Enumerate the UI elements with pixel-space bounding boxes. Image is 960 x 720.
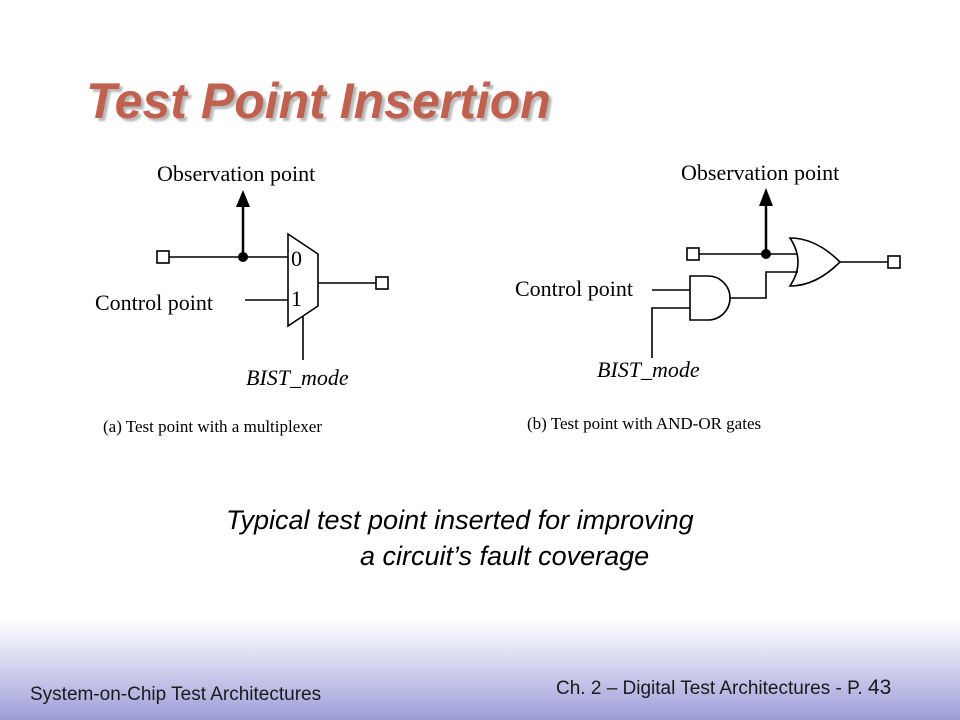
- caption-a: (a) Test point with a multiplexer: [103, 417, 322, 436]
- output-square-a: [375, 276, 389, 290]
- subtitle-line-1: Typical test point inserted for improvin…: [226, 505, 694, 535]
- observation-arrowhead-a: [236, 190, 250, 207]
- caption-b: (b) Test point with AND-OR gates: [527, 414, 761, 433]
- or-gate: [788, 237, 842, 287]
- diagram-b-and-or: Observation point Control point BIST_mod…: [515, 160, 901, 433]
- mux-input-1-label: 1: [291, 286, 302, 311]
- output-square-b: [887, 255, 901, 269]
- fanout-dot-b: [761, 249, 771, 259]
- control-label-a: Control point: [95, 290, 213, 315]
- observation-label-b: Observation point: [681, 160, 839, 185]
- multiplexer-body: [287, 232, 319, 328]
- and-gate: [689, 275, 731, 321]
- and-to-or-wire: [730, 271, 798, 299]
- footer-course-title: System-on-Chip Test Architectures: [30, 684, 322, 705]
- fanout-dot-a: [238, 252, 248, 262]
- diagram-a-multiplexer: Observation point Control point 0 1 BIST…: [95, 161, 389, 436]
- slide-title: Test Point Insertion: [86, 73, 551, 129]
- subtitle-line-2: a circuit’s fault coverage: [360, 541, 650, 571]
- footer-band: [0, 618, 960, 720]
- mux-input-0-label: 0: [291, 246, 302, 271]
- page-number: 43: [867, 676, 892, 699]
- bist-mode-label-a: BIST_mode: [246, 365, 349, 390]
- footer-chapter: Ch. 2 – Digital Test Architectures - P. …: [556, 676, 891, 700]
- footer-chapter-text: Ch. 2 – Digital Test Architectures - P.: [556, 678, 863, 699]
- observation-arrowhead-b: [759, 188, 773, 206]
- input-square-b: [686, 247, 700, 261]
- observation-label-a: Observation point: [157, 161, 315, 186]
- bist-wire-b: [651, 307, 690, 358]
- control-label-b: Control point: [515, 276, 633, 301]
- input-square-a: [156, 250, 170, 264]
- bist-mode-label-b: BIST_mode: [597, 357, 700, 382]
